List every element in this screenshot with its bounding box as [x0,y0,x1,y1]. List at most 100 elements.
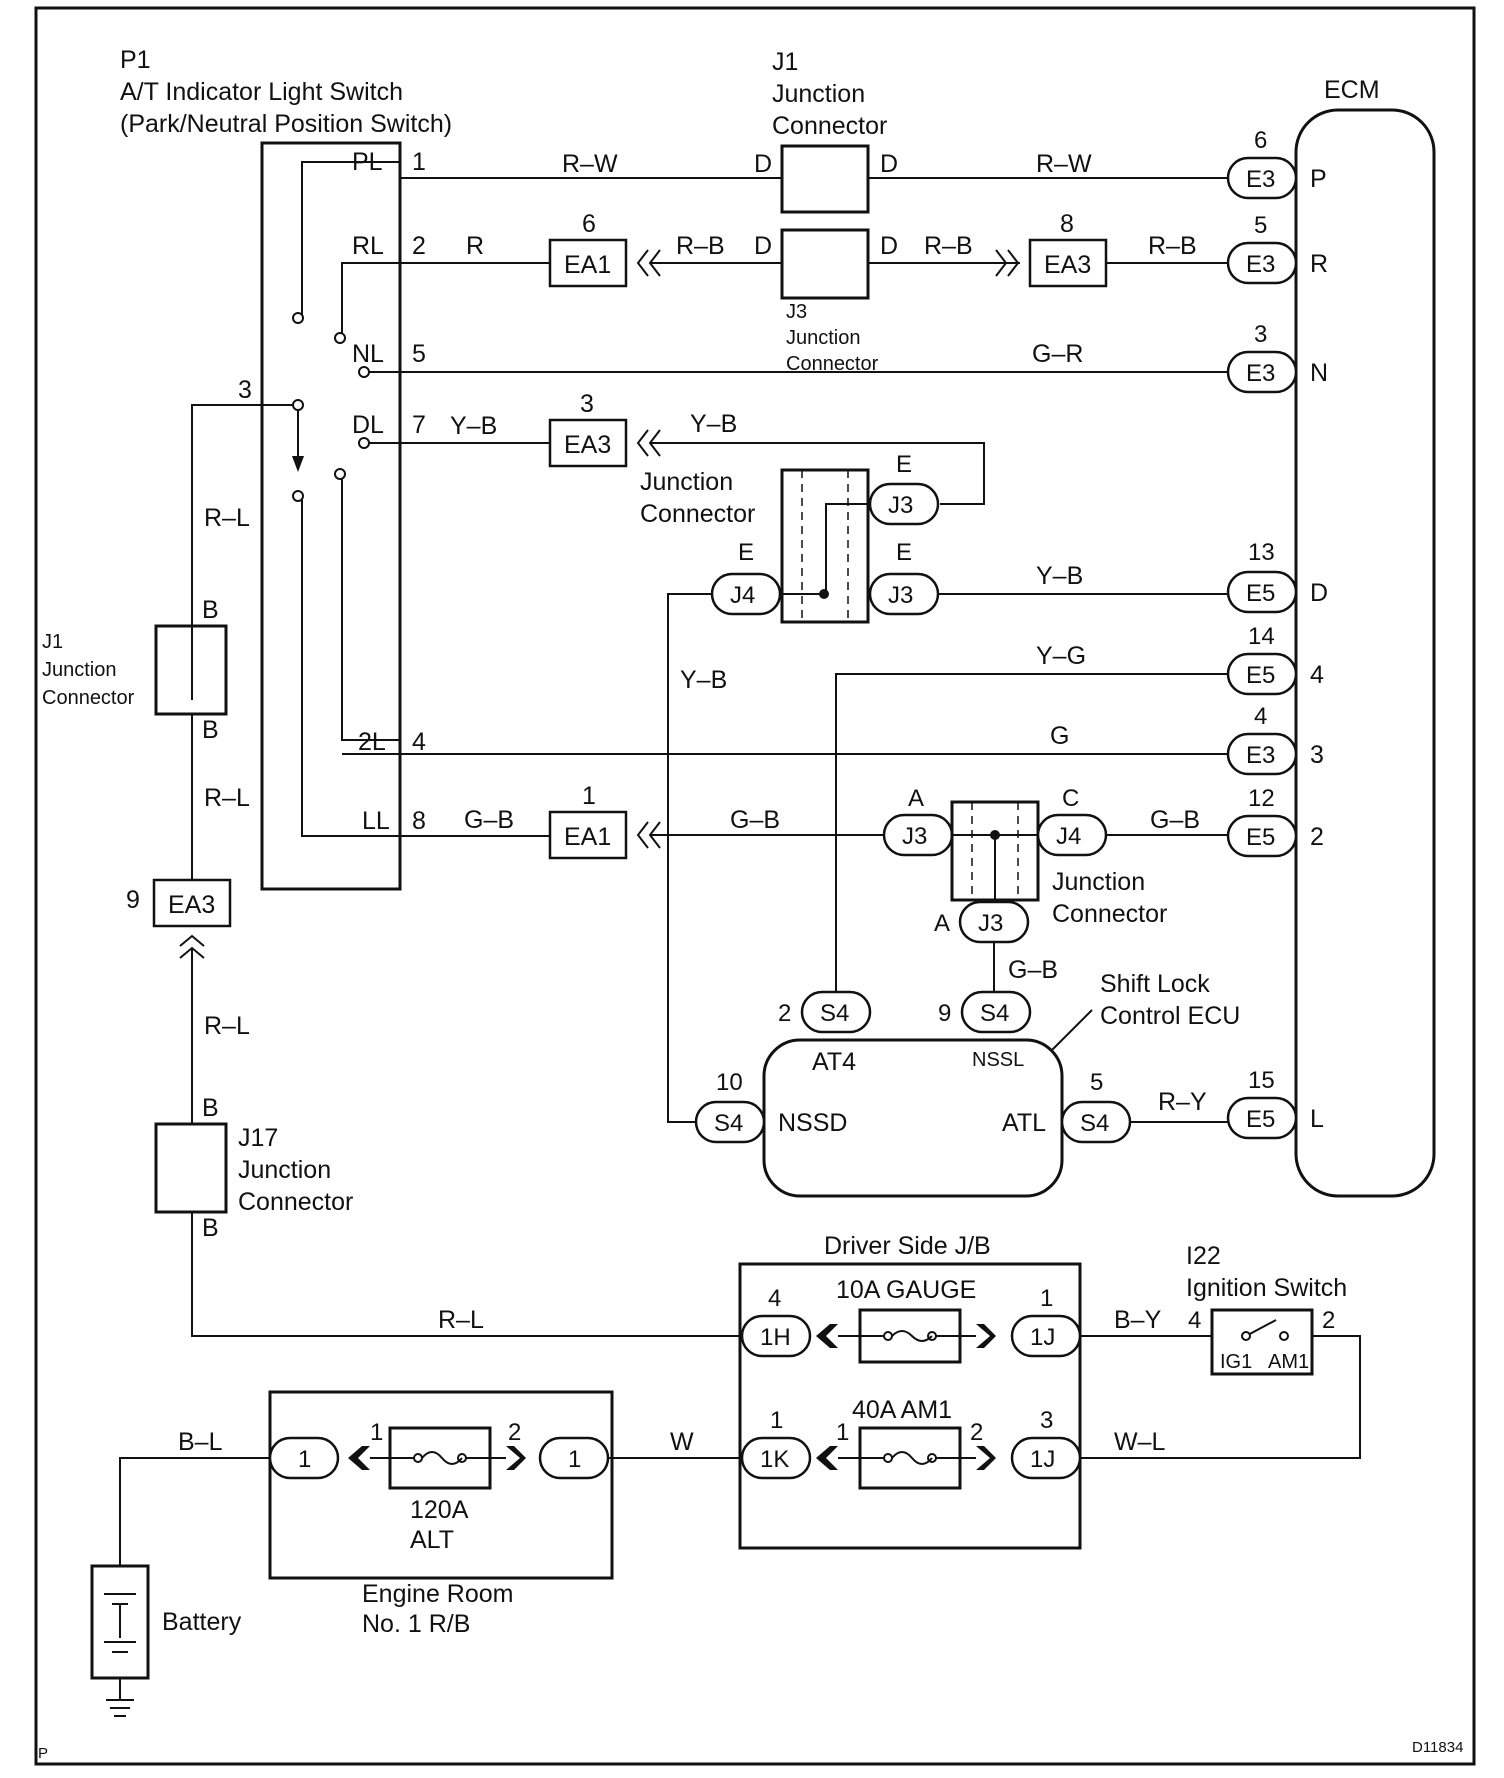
svg-text:E3: E3 [1246,742,1275,769]
svg-text:E: E [896,539,912,566]
j17-b-bot: B [202,1214,219,1242]
j1-top-id: J1 [772,48,798,76]
svg-text:E: E [738,539,754,566]
jb-1j-bot-arrow [976,1446,996,1470]
svg-text:3: 3 [1040,1407,1053,1434]
j1-left-b-bot: B [202,716,219,744]
driver-jb-body [738,1262,1082,1550]
svg-text:E3: E3 [1246,166,1275,193]
wc-yg: Y–G [1036,642,1086,670]
wc-rl-4: R–L [438,1306,484,1334]
j4-c: J4 C [1036,785,1108,857]
alt-pin-1: 1 [370,1419,383,1446]
alt-left-arrow [348,1446,370,1470]
ecm-e3-3: E3 4 3 [1226,703,1324,776]
engine-rb-body [268,1390,614,1580]
wc-rb-3: R–B [1148,232,1197,260]
svg-text:E5: E5 [1246,824,1275,851]
svg-text:J3: J3 [978,910,1003,937]
ea1-top [548,238,628,288]
svg-text:5: 5 [1090,1069,1103,1096]
j17-l1: Junction [238,1156,331,1184]
wc-gb-4: G–B [1008,956,1058,984]
wc-g: G [1050,722,1069,750]
j1-top-d-right: D [880,150,898,178]
wc-wl: W–L [1114,1428,1166,1456]
j1-top-l1: Junction [772,80,865,108]
svg-text:E3: E3 [1246,360,1275,387]
corner-code: D11834 [1412,1739,1463,1756]
pin-7: 7 [412,411,426,439]
p1-id: P1 [120,46,151,74]
j17-l2: Connector [238,1188,353,1216]
j3-top-d-right: D [880,232,898,260]
svg-text:D: D [1310,579,1328,607]
wc-bl: B–L [178,1428,223,1456]
pin-1: 1 [412,148,426,176]
battery-label: Battery [162,1608,242,1636]
wc-yb-1: Y–B [450,412,497,440]
wc-ry: R–Y [1158,1088,1207,1116]
svg-text:4: 4 [768,1285,781,1312]
svg-text:J3: J3 [888,492,913,519]
wc-rb-2: R–B [924,232,973,260]
svg-text:1J: 1J [1030,1324,1055,1351]
term-ll: LL [362,807,390,835]
j3-e-lower: J3 E [868,539,940,616]
jc1-l2: Connector [640,500,755,528]
svg-text:E5: E5 [1246,662,1275,689]
term-at4: AT4 [812,1048,856,1076]
svg-text:4: 4 [1310,661,1324,689]
jc2-l1: Junction [1052,868,1145,896]
wc-yb-3: Y–B [1036,562,1083,590]
svg-text:E5: E5 [1246,1106,1275,1133]
j17-id: J17 [238,1124,278,1152]
svg-text:S4: S4 [820,1000,849,1027]
svg-text:15: 15 [1248,1067,1275,1094]
ign-id: I22 [1186,1242,1221,1270]
j1-top-connector [780,144,870,214]
ign-ig1: IG1 [1220,1351,1252,1373]
alt-conn-left: 1 [268,1436,340,1480]
svg-text:J3: J3 [902,823,927,850]
jb-1h-arrow [816,1324,838,1348]
svg-text:J4: J4 [1056,823,1081,850]
j3-a: J3 A [882,785,954,857]
s4-nssl: S4 9 [938,990,1032,1034]
shift-lock-l2: Control ECU [1100,1002,1240,1030]
ecm-e3-p: E3 6 P [1226,127,1327,200]
term-atl: ATL [1002,1109,1046,1137]
svg-text:E5: E5 [1246,580,1275,607]
ea3-top-label: EA3 [1044,251,1091,279]
s4-at4: S4 2 [778,990,872,1034]
term-2l: 2L [358,728,386,756]
ea1-ll [548,810,628,860]
fuse-gauge-label: 10A GAUGE [836,1276,976,1304]
j17-connector [154,1122,228,1214]
p1-name: A/T Indicator Light Switch [120,78,403,106]
ea3-top-arrow [995,249,1020,277]
svg-text:S4: S4 [980,1000,1009,1027]
jb-1k: 1K 1 [740,1407,812,1480]
j4-e: J4 E [710,539,782,616]
wc-rl-1: R–L [204,504,250,532]
ign-pin-4: 4 [1188,1307,1201,1334]
wc-r: R [466,232,484,260]
svg-text:13: 13 [1248,539,1275,566]
wc-yb-4: Y–B [680,666,727,694]
svg-text:A: A [908,785,924,812]
wc-by: B–Y [1114,1306,1162,1334]
ea1-ll-pin: 1 [582,782,596,810]
svg-text:6: 6 [1254,127,1267,154]
svg-text:1: 1 [770,1407,783,1434]
driver-jb-label: Driver Side J/B [824,1232,991,1260]
wc-gr: G–R [1032,340,1083,368]
page-frame [34,6,1476,1766]
svg-text:2: 2 [778,1000,791,1027]
svg-text:J3: J3 [888,582,913,609]
j3-top-d-left: D [754,232,772,260]
svg-text:2: 2 [1310,823,1324,851]
svg-text:1: 1 [1040,1285,1053,1312]
alt-right-arrow [506,1446,526,1470]
